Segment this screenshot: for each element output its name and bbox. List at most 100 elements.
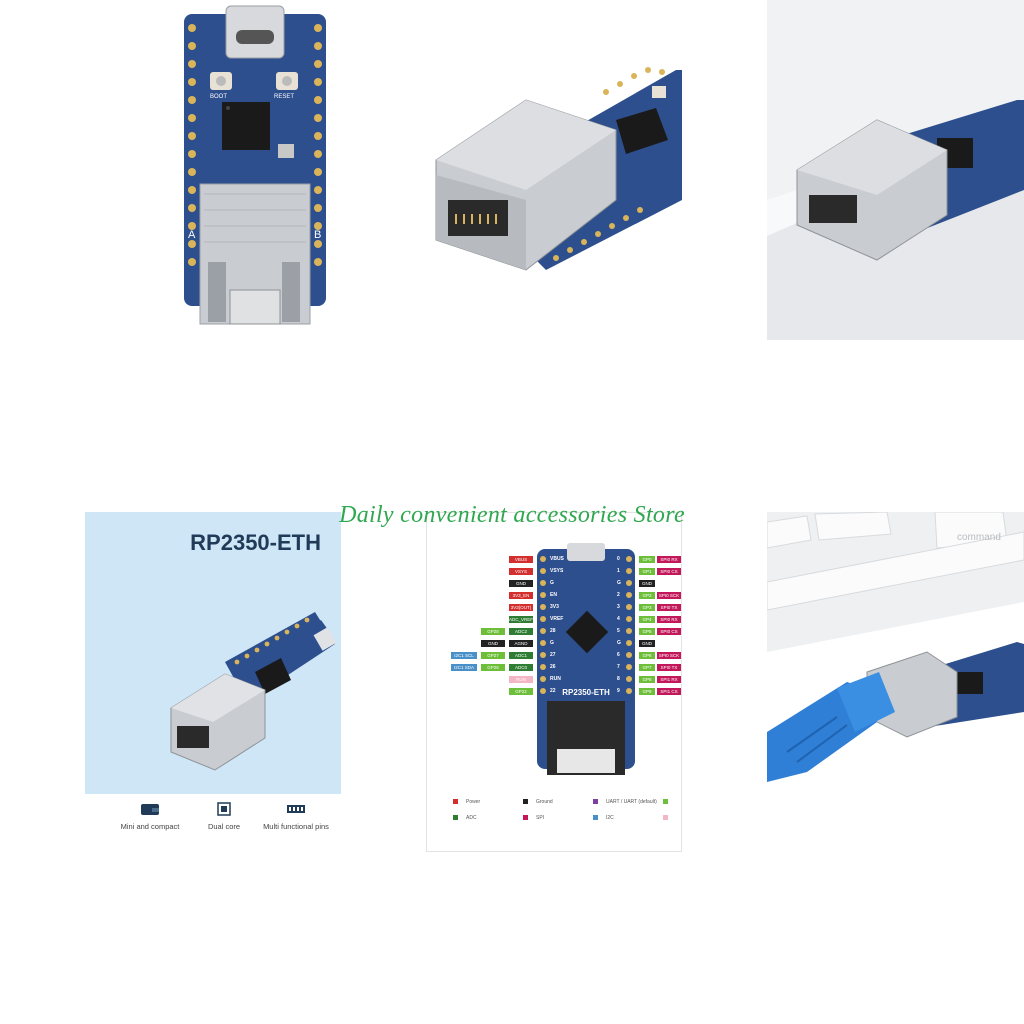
legend-swatch bbox=[593, 799, 598, 805]
reset-silkscreen: RESET bbox=[274, 94, 294, 100]
left-pin-tag: VSYS bbox=[509, 568, 533, 575]
right-pin-number: 0 bbox=[617, 556, 620, 562]
left-pin-tag: ADC1 bbox=[509, 652, 533, 659]
right-pin-tag: GP8 bbox=[639, 676, 655, 683]
legend-swatch bbox=[523, 799, 528, 805]
legend-label: Ground bbox=[536, 799, 553, 805]
right-pin-number: 7 bbox=[617, 664, 620, 670]
legend-swatch bbox=[593, 815, 598, 821]
feature-label: Mini and compact bbox=[120, 822, 180, 831]
right-pin-tag: GP0 bbox=[639, 556, 655, 563]
left-pin-tag: AGND bbox=[509, 640, 533, 647]
right-pin-number: 5 bbox=[617, 628, 620, 634]
right-pin-tag: GP3 bbox=[639, 604, 655, 611]
product-photo-on-stand bbox=[767, 0, 1024, 340]
legend-item: I2C bbox=[593, 815, 614, 821]
store-watermark: Daily convenient accessories Store bbox=[339, 502, 685, 528]
feature-label: Multi functional pins bbox=[263, 822, 329, 831]
left-pin-number: RUN bbox=[550, 676, 561, 682]
feature-mini-compact: Mini and compact bbox=[105, 794, 195, 831]
right-pin-tag: GP9 bbox=[639, 688, 655, 695]
left-pin-number: VSYS bbox=[550, 568, 564, 574]
left-pin-alt-tag: GND bbox=[481, 640, 505, 647]
cpu-icon bbox=[217, 802, 231, 816]
left-pin-tag: GND bbox=[509, 580, 533, 587]
legend-label: UART / UART (default) bbox=[606, 799, 657, 805]
left-pin-number: VREF bbox=[550, 616, 564, 622]
right-pin-tag: GP7 bbox=[639, 664, 655, 671]
legend-swatch bbox=[453, 815, 458, 821]
product-photo-angled-view bbox=[426, 0, 682, 340]
left-pin-tag: 3V3(OUT) bbox=[509, 604, 533, 611]
left-pin-tag: 3V3_EN bbox=[509, 592, 533, 599]
left-pin-number: 28 bbox=[550, 628, 556, 634]
left-pin-tag: ADC_VREF bbox=[509, 616, 534, 623]
left-pin-number: G bbox=[550, 640, 554, 646]
left-pin-number: G bbox=[550, 580, 554, 586]
legend-swatch bbox=[663, 815, 668, 821]
legend-swatch bbox=[453, 799, 458, 805]
legend-item bbox=[663, 799, 676, 805]
right-pin-alt-tag: SPI0 RX bbox=[657, 616, 681, 623]
left-pin-number: EN bbox=[550, 592, 557, 598]
left-pin-number: VBUS bbox=[550, 556, 564, 562]
side-a-label: A bbox=[188, 229, 196, 241]
feature-dual-core: Dual core bbox=[179, 794, 269, 831]
side-b-label: B bbox=[314, 229, 321, 241]
right-pin-tag: GP6 bbox=[639, 652, 655, 659]
right-pin-tag: GP2 bbox=[639, 592, 655, 599]
legend-item: SPI bbox=[523, 815, 544, 821]
right-pin-tag: GP1 bbox=[639, 568, 655, 575]
right-pin-tag: GND bbox=[639, 640, 655, 647]
left-pin-number: 3V3 bbox=[550, 604, 559, 610]
right-pin-alt-tag: SPI1 CS bbox=[657, 688, 681, 695]
right-pin-number: 3 bbox=[617, 604, 620, 610]
right-pin-alt-tag: SPI0 CS bbox=[657, 568, 681, 575]
left-pin-i2c-tag: I2C1 SCL bbox=[451, 652, 477, 659]
left-pin-alt-tag: GP26 bbox=[481, 664, 505, 671]
right-pin-alt-tag: SPI0 TX bbox=[657, 604, 681, 611]
right-pin-alt-tag: SPI1 RX bbox=[657, 676, 681, 683]
right-pin-number: G bbox=[617, 580, 621, 586]
feature-bar: Mini and compact Dual core Multi functio… bbox=[85, 794, 341, 852]
left-pin-tag: GP22 bbox=[509, 688, 533, 695]
legend-item: Power bbox=[453, 799, 480, 805]
left-pin-number: 22 bbox=[550, 688, 556, 694]
right-pin-number: 8 bbox=[617, 676, 620, 682]
legend-item bbox=[663, 815, 676, 821]
left-pin-alt-tag: GP27 bbox=[481, 652, 505, 659]
poster-title: RP2350-ETH bbox=[190, 530, 321, 555]
left-pin-tag: ADC0 bbox=[509, 664, 533, 671]
right-pin-alt-tag: SPI0 CS bbox=[657, 628, 681, 635]
left-pin-alt-tag: GP28 bbox=[481, 628, 505, 635]
right-pin-number: 4 bbox=[617, 616, 620, 622]
legend-swatch bbox=[523, 815, 528, 821]
right-pin-alt-tag: SPI0 SCK bbox=[657, 652, 681, 659]
pinout-board-label: RP2350-ETH bbox=[562, 688, 610, 697]
wallet-icon bbox=[141, 804, 159, 815]
left-pin-tag: VBUS bbox=[509, 556, 533, 563]
right-pin-number: 6 bbox=[617, 652, 620, 658]
product-photo-with-cable: command bbox=[767, 512, 1024, 852]
left-pin-tag: ADC2 bbox=[509, 628, 533, 635]
right-pin-alt-tag: SPI0 SCK bbox=[657, 592, 681, 599]
product-photo-top-view: BOOT RESET A B bbox=[170, 0, 340, 340]
right-pin-tag: GND bbox=[639, 580, 655, 587]
left-pin-i2c-tag: I2C1 SDA bbox=[451, 664, 477, 671]
left-pin-number: 26 bbox=[550, 664, 556, 670]
keyboard-key-label: command bbox=[957, 532, 1001, 543]
right-pin-alt-tag: SPI0 RX bbox=[657, 556, 681, 563]
feature-label: Dual core bbox=[207, 822, 241, 831]
legend-item: Ground bbox=[523, 799, 553, 805]
left-pin-number: 27 bbox=[550, 652, 556, 658]
legend-item: UART / UART (default) bbox=[593, 799, 657, 805]
feature-multi-pins: Multi functional pins bbox=[251, 794, 341, 831]
pins-icon bbox=[287, 805, 305, 813]
rp2350-eth-poster: RP2350-ETH Mini and compact Dual core Mu… bbox=[85, 512, 341, 852]
legend-label: Power bbox=[466, 799, 481, 805]
right-pin-number: G bbox=[617, 640, 621, 646]
right-pin-number: 9 bbox=[617, 688, 620, 694]
right-pin-tag: GP5 bbox=[639, 628, 655, 635]
legend-label: I2C bbox=[606, 815, 614, 821]
